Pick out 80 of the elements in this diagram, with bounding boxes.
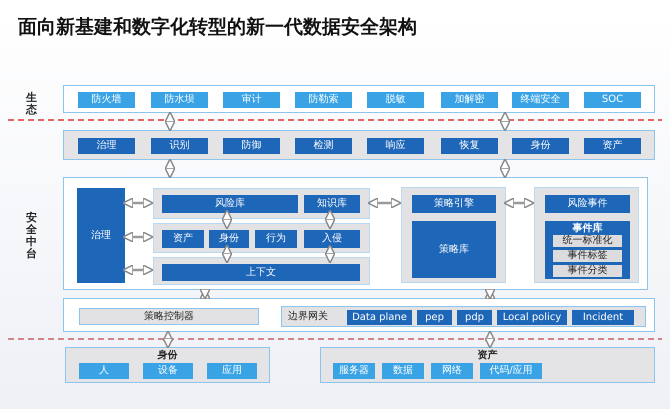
panel-title: 资产	[476, 350, 498, 362]
panel-title: 身份	[156, 350, 178, 362]
module-box: Local policy	[497, 310, 567, 325]
module-box: 代码/应用	[480, 363, 542, 379]
module-box: 设备	[143, 363, 193, 379]
tag-box: 事件分类	[553, 265, 622, 277]
module-box: 响应	[367, 138, 424, 154]
module-box: 检测	[295, 138, 352, 154]
tag-box: 事件标签	[553, 250, 622, 262]
double-arrow	[164, 111, 176, 132]
double-arrow	[484, 288, 496, 300]
module-box: 行为	[255, 230, 297, 248]
module-box: SOC	[584, 92, 641, 108]
double-arrow	[122, 231, 154, 243]
module-box: 识别	[151, 138, 208, 154]
module-box: 防勒索	[295, 92, 352, 108]
panel-title: 事件库	[572, 223, 604, 234]
module-box: 服务器	[333, 363, 375, 379]
module-box: 入侵	[304, 230, 360, 248]
layer-panel	[63, 298, 655, 332]
double-arrow	[324, 244, 336, 264]
layer-panel	[63, 130, 655, 160]
module-box: 资产	[584, 138, 641, 154]
double-arrow	[221, 209, 233, 230]
module-box: 治理	[78, 138, 135, 154]
module-box: 治理	[77, 188, 125, 283]
module-box: 上下文	[162, 264, 360, 281]
layer-label: 生态	[26, 92, 37, 116]
module-box: pdp	[457, 310, 492, 325]
double-arrow	[162, 330, 174, 349]
module-box: 审计	[223, 92, 280, 108]
module-box: Data plane	[347, 310, 412, 325]
double-arrow	[221, 244, 233, 264]
module-box: 网络	[431, 363, 473, 379]
module-box: 知识库	[304, 195, 360, 213]
double-arrow	[122, 197, 154, 209]
double-arrow	[499, 111, 511, 132]
module-box: 资产	[162, 230, 204, 248]
group-panel	[153, 223, 370, 253]
layer-panel	[320, 347, 655, 383]
module-box: 策略引擎	[412, 195, 496, 213]
double-arrow	[367, 197, 402, 209]
module-box: 风险库	[162, 195, 298, 213]
group-panel	[153, 257, 370, 285]
layer-panel	[65, 347, 270, 383]
module-box: 加解密	[441, 92, 498, 108]
module-box: 身份	[512, 138, 569, 154]
double-arrow	[484, 330, 496, 349]
double-arrow	[499, 158, 511, 179]
module-box: 风险事件	[545, 195, 630, 213]
module-box	[281, 306, 646, 327]
module-panel	[545, 221, 630, 279]
module-box: 脱敏	[367, 92, 424, 108]
double-arrow	[164, 158, 176, 179]
double-arrow	[199, 288, 211, 300]
group-panel	[534, 187, 639, 283]
module-box: 终端安全	[512, 92, 569, 108]
module-box: 策略库	[412, 221, 496, 278]
module-box: Incident	[572, 310, 634, 325]
layer-panel	[63, 85, 655, 113]
module-box: 防御	[223, 138, 280, 154]
module-box: 数据	[382, 363, 424, 379]
double-arrow	[503, 197, 535, 209]
module-box: 防火墙	[78, 92, 135, 108]
double-arrow	[122, 264, 154, 276]
module-box: 策略控制器	[79, 308, 259, 325]
layer-label: 安全中台	[26, 212, 37, 260]
module-box: 防水坝	[151, 92, 208, 108]
panel-title: 边界网关	[288, 310, 328, 322]
module-box: 应用	[207, 363, 257, 379]
double-arrow	[324, 209, 336, 230]
layer-panel	[63, 177, 648, 290]
module-box: pep	[417, 310, 452, 325]
module-box: 恢复	[441, 138, 498, 154]
group-panel	[401, 187, 506, 283]
group-panel	[153, 188, 370, 219]
tag-box: 统一标准化	[553, 235, 622, 247]
diagram-title: 面向新基建和数字化转型的新一代数据安全架构	[18, 15, 417, 40]
module-box: 身份	[209, 230, 249, 248]
module-box: 人	[79, 363, 129, 379]
